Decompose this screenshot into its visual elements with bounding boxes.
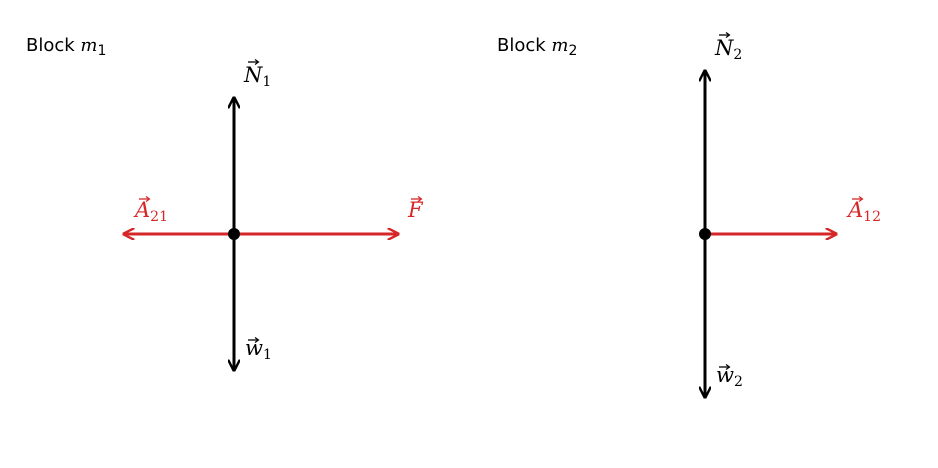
label-w2: w2 <box>716 363 743 390</box>
svg-text:N1: N1 <box>243 63 271 90</box>
svg-text:N2: N2 <box>714 36 742 63</box>
block-m2-diagram: Block m2 N2 w2 A12 <box>497 32 881 397</box>
svg-text:w1: w1 <box>245 336 272 363</box>
svg-text:w2: w2 <box>716 363 743 390</box>
svg-text:A12: A12 <box>846 198 881 225</box>
svg-text:A21: A21 <box>133 198 168 225</box>
label-A21: A21 <box>133 196 168 225</box>
label-N1: N1 <box>243 59 271 90</box>
block-m1-title: Block m1 <box>26 35 106 59</box>
block-m2-title: Block m2 <box>497 35 577 59</box>
label-N2: N2 <box>714 32 742 63</box>
block-m1-center-dot <box>228 228 240 240</box>
label-F: F <box>407 196 424 222</box>
block-m2-center-dot <box>699 228 711 240</box>
label-w1: w1 <box>245 336 272 363</box>
label-A12: A12 <box>846 196 881 225</box>
svg-text:F: F <box>407 198 424 222</box>
block-m1-diagram: Block m1 N1 w1 A21 F <box>26 35 424 369</box>
